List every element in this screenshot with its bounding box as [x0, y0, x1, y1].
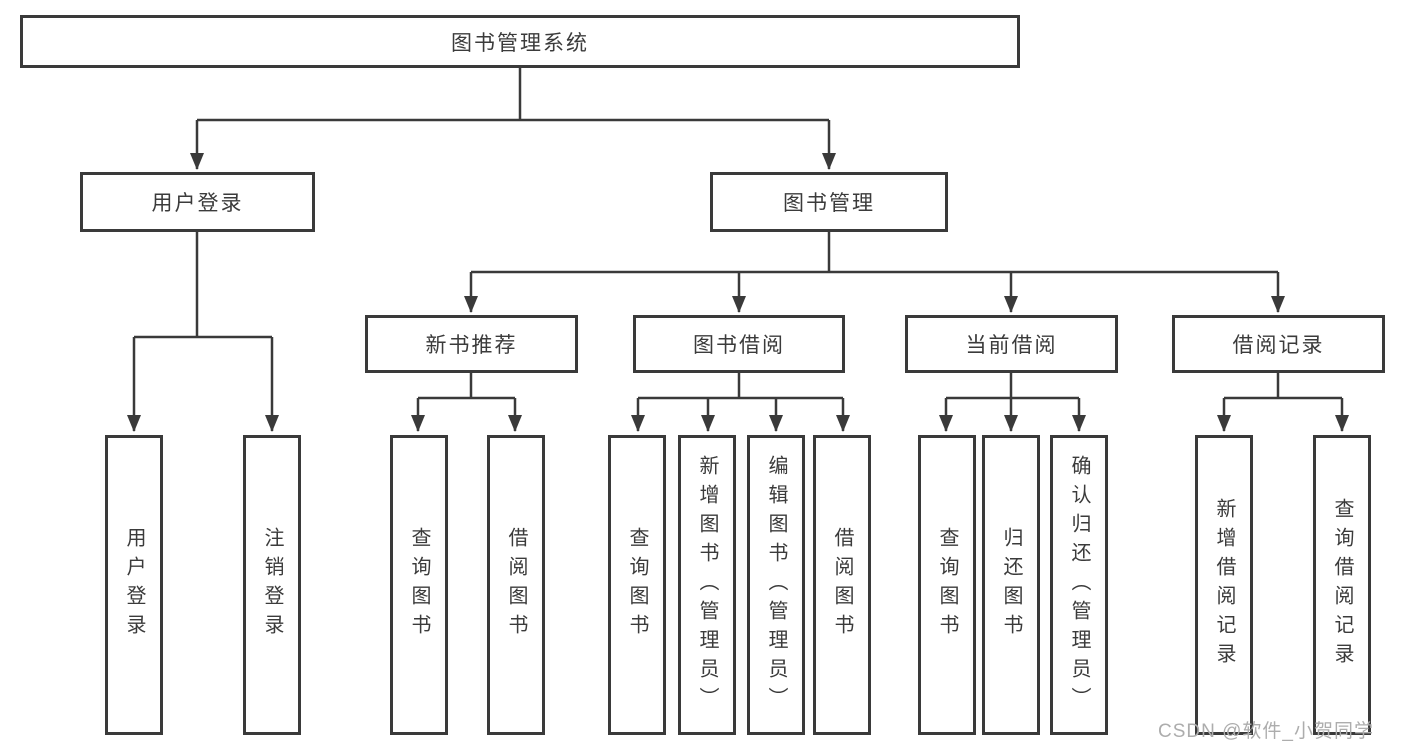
leaf-borrow-books-rec: 借阅图书: [487, 435, 545, 735]
node-label: 图书管理系统: [451, 31, 589, 55]
node-label: 新书推荐: [425, 334, 518, 357]
leaf-confirm-return-admin: 确认归还（管理员）: [1050, 435, 1108, 735]
leaf-query-books-borrow: 查询图书: [608, 435, 666, 735]
leaf-query-borrow-record: 查询借阅记录: [1313, 435, 1371, 735]
node-label: 新增借阅记录: [1213, 498, 1235, 672]
node-label: 归还图书: [1000, 527, 1022, 643]
leaf-add-borrow-record: 新增借阅记录: [1195, 435, 1253, 735]
node-label: 借阅记录: [1232, 334, 1325, 357]
leaf-borrow-books: 借阅图书: [813, 435, 871, 735]
leaf-user-login-action: 用户登录: [105, 435, 163, 735]
node-new-book-recommend: 新书推荐: [365, 315, 578, 373]
node-label: 图书管理: [783, 192, 875, 215]
node-label: 借阅图书: [831, 527, 853, 643]
leaf-return-books: 归还图书: [982, 435, 1040, 735]
node-label: 注销登录: [261, 527, 283, 643]
leaf-edit-book-admin: 编辑图书（管理员）: [747, 435, 805, 735]
leaf-logout: 注销登录: [243, 435, 301, 735]
node-label: 查询图书: [626, 527, 648, 643]
node-borrow-records: 借阅记录: [1172, 315, 1385, 373]
leaf-add-book-admin: 新增图书（管理员）: [678, 435, 736, 735]
node-label: 编辑图书（管理员）: [765, 454, 787, 716]
node-label: 查询图书: [936, 527, 958, 643]
node-label: 查询图书: [408, 527, 430, 643]
node-label: 当前借阅: [965, 334, 1058, 357]
leaf-query-books-rec: 查询图书: [390, 435, 448, 735]
node-book-borrow: 图书借阅: [633, 315, 845, 373]
node-book-management: 图书管理: [710, 172, 948, 232]
node-label: 图书借阅: [693, 334, 785, 357]
node-label: 查询借阅记录: [1331, 498, 1353, 672]
node-label: 新增图书（管理员）: [696, 454, 718, 716]
node-user-login: 用户登录: [80, 172, 315, 232]
node-label: 借阅图书: [505, 527, 527, 643]
node-label: 确认归还（管理员）: [1068, 454, 1090, 716]
csdn-watermark: CSDN @软件_小贺同学: [1158, 721, 1374, 742]
node-current-borrow: 当前借阅: [905, 315, 1118, 373]
node-label: 用户登录: [123, 527, 145, 643]
leaf-query-books-current: 查询图书: [918, 435, 976, 735]
node-label: 用户登录: [151, 192, 244, 215]
node-root-system: 图书管理系统: [20, 15, 1020, 68]
